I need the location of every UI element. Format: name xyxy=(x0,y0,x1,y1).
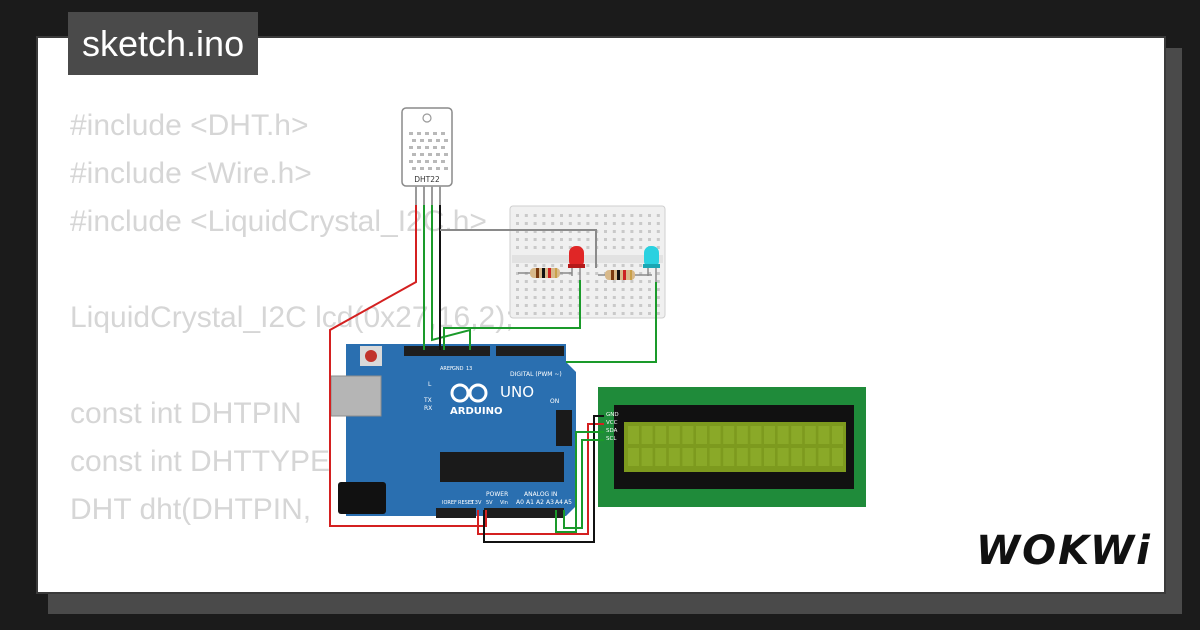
l-label: L xyxy=(428,381,432,388)
power-label: POWER xyxy=(486,491,508,498)
a5-label: A5 xyxy=(564,499,572,506)
led-red xyxy=(568,246,585,280)
code-line: const int DHTTYPE xyxy=(70,445,331,478)
file-tab[interactable]: sketch.ino xyxy=(68,12,259,75)
rx-label: RX xyxy=(424,405,432,412)
lcd-pin-gnd: GND xyxy=(606,412,619,418)
code-line: #include <LiquidCrystal_I2C.h> xyxy=(70,205,487,238)
code-line: #include <DHT.h> xyxy=(70,109,309,142)
code-line: byte dedApcelC xyxy=(70,582,514,592)
aref-label: AREF xyxy=(440,366,453,372)
a4-label: A4 xyxy=(555,499,563,506)
a0-label: A0 xyxy=(516,499,524,506)
breadboard xyxy=(509,205,666,319)
arduino-model: UNO xyxy=(500,383,534,401)
code-line: #include <Wire.h> xyxy=(70,157,312,190)
arduino-brand: ARDUINO xyxy=(450,406,502,417)
resistor-2 xyxy=(598,270,652,280)
a1-label: A1 xyxy=(526,499,534,506)
code-line: DHT dht(DHTPIN, xyxy=(70,493,312,526)
tx-label: TX xyxy=(423,397,432,404)
v5-label: 5V xyxy=(486,500,493,506)
lcd-display: GND VCC SDA SCL xyxy=(598,387,866,507)
resistor-1 xyxy=(518,268,572,278)
lcd-pin-vcc: VCC xyxy=(606,420,618,426)
digital-label: DIGITAL (PWM ~) xyxy=(510,371,562,378)
code-line: const int DHTPIN xyxy=(70,397,302,430)
vin-label: Vin xyxy=(500,500,508,506)
lcd-pin-sda: SDA xyxy=(606,428,618,434)
v33-label: 3.3V xyxy=(470,500,482,506)
code-preview: #include <DHT.h> #include <Wire.h> #incl… xyxy=(70,102,514,592)
on-label: ON xyxy=(550,398,559,405)
led-cyan xyxy=(643,246,660,282)
ioref-label: IOREF xyxy=(442,500,457,506)
wokwi-logo: WOKWi xyxy=(976,528,1152,574)
a2-label: A2 xyxy=(536,499,544,506)
pin13-label: 13 xyxy=(466,366,472,372)
analog-label: ANALOG IN xyxy=(524,491,557,498)
reset-label: RESET xyxy=(458,500,475,506)
code-line: LiquidCrystal_I2C lcd(0x27,16,2); xyxy=(70,301,514,334)
arduino-uno-board: ARDUINO UNO DIGITAL (PWM ~) POWER ANALOG… xyxy=(330,344,576,518)
wires xyxy=(329,205,657,543)
dht22-sensor: DHT22 xyxy=(401,107,453,205)
sensor-label: DHT22 xyxy=(414,175,440,184)
lcd-pin-scl: SCL xyxy=(606,436,617,442)
a3-label: A3 xyxy=(546,499,554,506)
gnd-label: GND xyxy=(452,366,464,372)
